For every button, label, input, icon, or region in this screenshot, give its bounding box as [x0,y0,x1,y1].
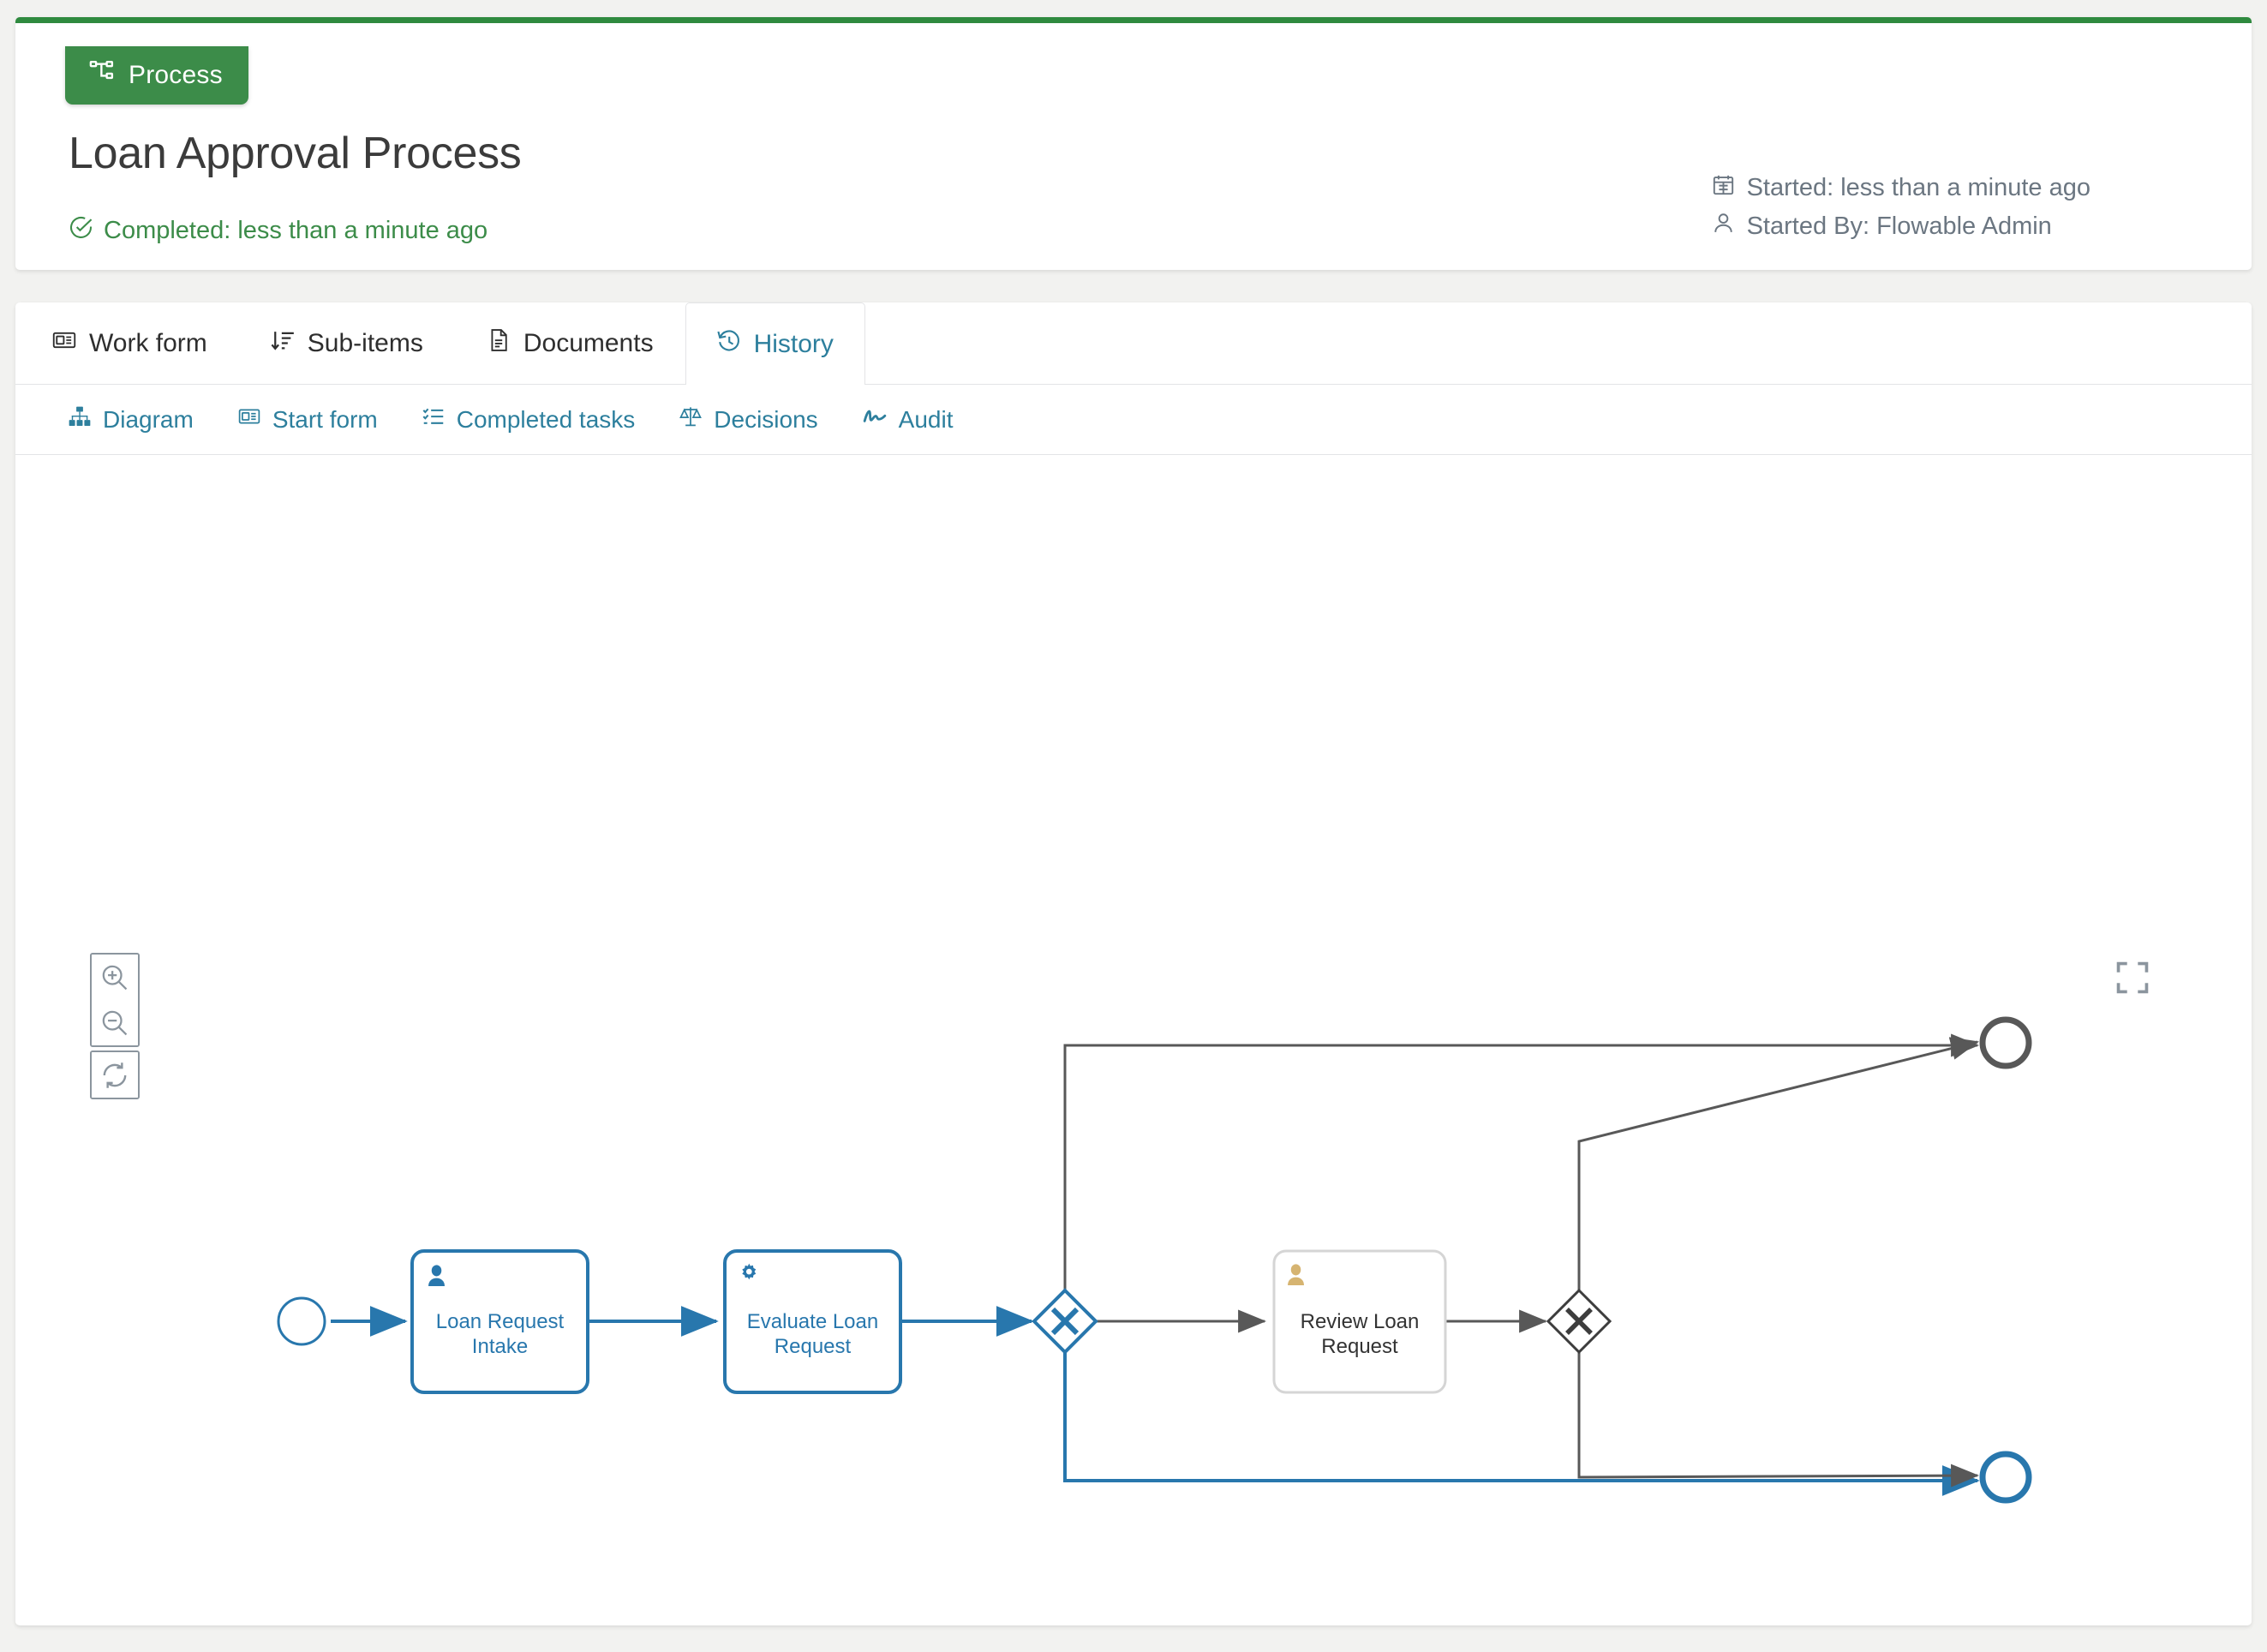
subtab-completed-tasks[interactable]: Completed tasks [400,405,658,434]
subtab-diagram[interactable]: Diagram [46,405,216,434]
subtab-label: Decisions [714,405,818,433]
zoom-out-button[interactable] [92,1000,138,1045]
tab-label: Documents [523,329,654,357]
subtab-decisions[interactable]: Decisions [657,405,840,434]
node-evaluate-loan-request[interactable] [723,1249,902,1394]
page-title: Loan Approval Process [69,129,522,178]
signature-icon [863,405,887,434]
check-circle-icon [69,215,93,247]
subtab-label: Start form [272,405,378,433]
bpmn-diagram-canvas[interactable]: Loan Request Intake Evaluate Loan Reques… [15,456,2252,1625]
user-task-icon [1288,1264,1304,1285]
history-clock-icon [716,329,741,360]
status-text: Completed: less than a minute ago [104,217,488,244]
node-gateway-2[interactable] [1546,1288,1612,1355]
meta-started-by: Started By: Flowable Admin [1712,212,2091,242]
sitemap-icon [69,405,91,434]
calendar-icon [1712,173,1735,203]
node-end-event-bottom[interactable] [1979,1451,2032,1504]
tab-label: History [753,329,834,358]
document-icon [487,328,511,359]
reset-group [90,1050,140,1099]
subtab-label: Completed tasks [456,405,636,433]
sort-descending-icon [271,328,295,359]
content-card: Work form Sub-items [15,302,2252,1625]
meta-started-text: Started: less than a minute ago [1746,174,2091,201]
process-type-badge: Process [65,46,248,105]
flow-gateway1-to-end-bottom [1063,1351,1980,1496]
tab-work-form[interactable]: Work form [15,302,239,384]
service-task-gear-icon [742,1263,757,1280]
work-form-icon [52,328,76,359]
flow-gateway2-to-end-bottom [1577,1351,1980,1487]
user-task-icon [428,1265,445,1286]
status-badge: Completed: less than a minute ago [69,215,487,247]
subtab-start-form[interactable]: Start form [216,405,400,434]
meta-started: Started: less than a minute ago [1712,173,2091,203]
tab-label: Work form [89,329,207,357]
reset-zoom-button[interactable] [92,1052,138,1098]
flow-gateway2-to-end-top [1577,1037,1980,1291]
history-subtabs: Diagram Start form [15,385,2252,455]
tab-label: Sub-items [307,329,423,357]
bpmn-graph [277,1016,2032,1504]
node-loan-request-intake[interactable] [410,1249,589,1394]
zoom-group [90,953,140,1047]
node-start-event[interactable] [277,1296,326,1346]
node-gateway-1[interactable] [1032,1288,1098,1355]
node-end-event-top[interactable] [1979,1016,2032,1069]
form-icon [238,405,260,434]
fullscreen-button[interactable] [2114,960,2150,996]
tab-sub-items[interactable]: Sub-items [239,302,455,384]
meta-started-by-text: Started By: Flowable Admin [1746,212,2052,240]
zoom-in-button[interactable] [92,955,138,1000]
user-icon [1712,212,1735,242]
process-badge-label: Process [129,61,223,89]
flow-gateway1-to-end-top [1063,1033,1980,1291]
sitemap-icon [89,59,115,92]
task-list-icon [422,405,445,434]
tab-history[interactable]: History [685,302,865,385]
diagram-zoom-controls [90,953,140,1099]
scales-icon [679,405,703,434]
process-header-card: Process Loan Approval Process Completed:… [15,17,2252,270]
main-tabs: Work form Sub-items [15,302,2252,385]
process-meta: Started: less than a minute ago Started … [1712,173,2091,250]
subtab-label: Diagram [103,405,194,433]
node-review-loan-request[interactable] [1272,1249,1447,1394]
subtab-label: Audit [898,405,954,433]
tab-documents[interactable]: Documents [455,302,685,384]
subtab-audit[interactable]: Audit [840,405,976,434]
